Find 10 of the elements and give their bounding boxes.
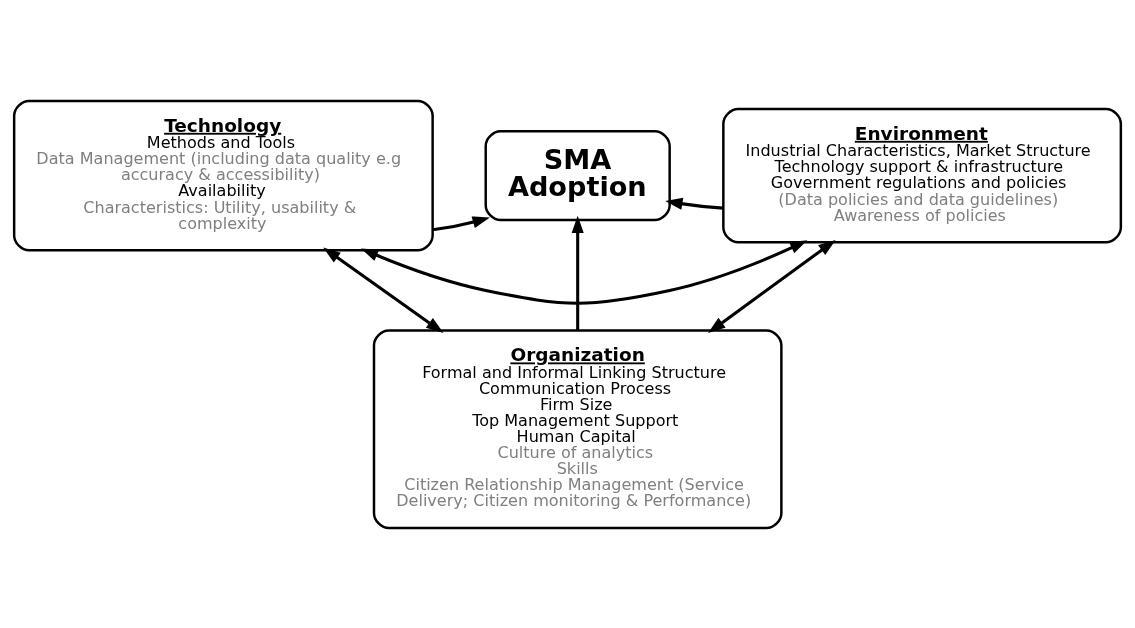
node-box: SMA Adoption — [484, 129, 671, 221]
arrow — [323, 247, 444, 333]
arrow — [665, 197, 724, 210]
node-box: Technology Methods and Tools Data Management (including data quality e.g accuracy & accessibility) Availability Characteristics: Utility, usability & complexity — [12, 99, 434, 252]
node-box: Organization Formal and Informal Linking Structure Communication Process Firm Size Top Management Support Human Capital Culture of analytics Skills Citizen Relationship Management (Service Delivery; Citizen monitoring & Performance) — [372, 328, 783, 529]
arrow — [360, 239, 808, 305]
node-box: Environment Industrial Characteristics, Market Structure Technology support & infrastructure Government regulations and policies (Data policies and data guidelines) Awareness of policies — [722, 107, 1123, 243]
arrow — [432, 215, 490, 231]
arrow — [571, 215, 584, 330]
arrow — [708, 239, 836, 333]
